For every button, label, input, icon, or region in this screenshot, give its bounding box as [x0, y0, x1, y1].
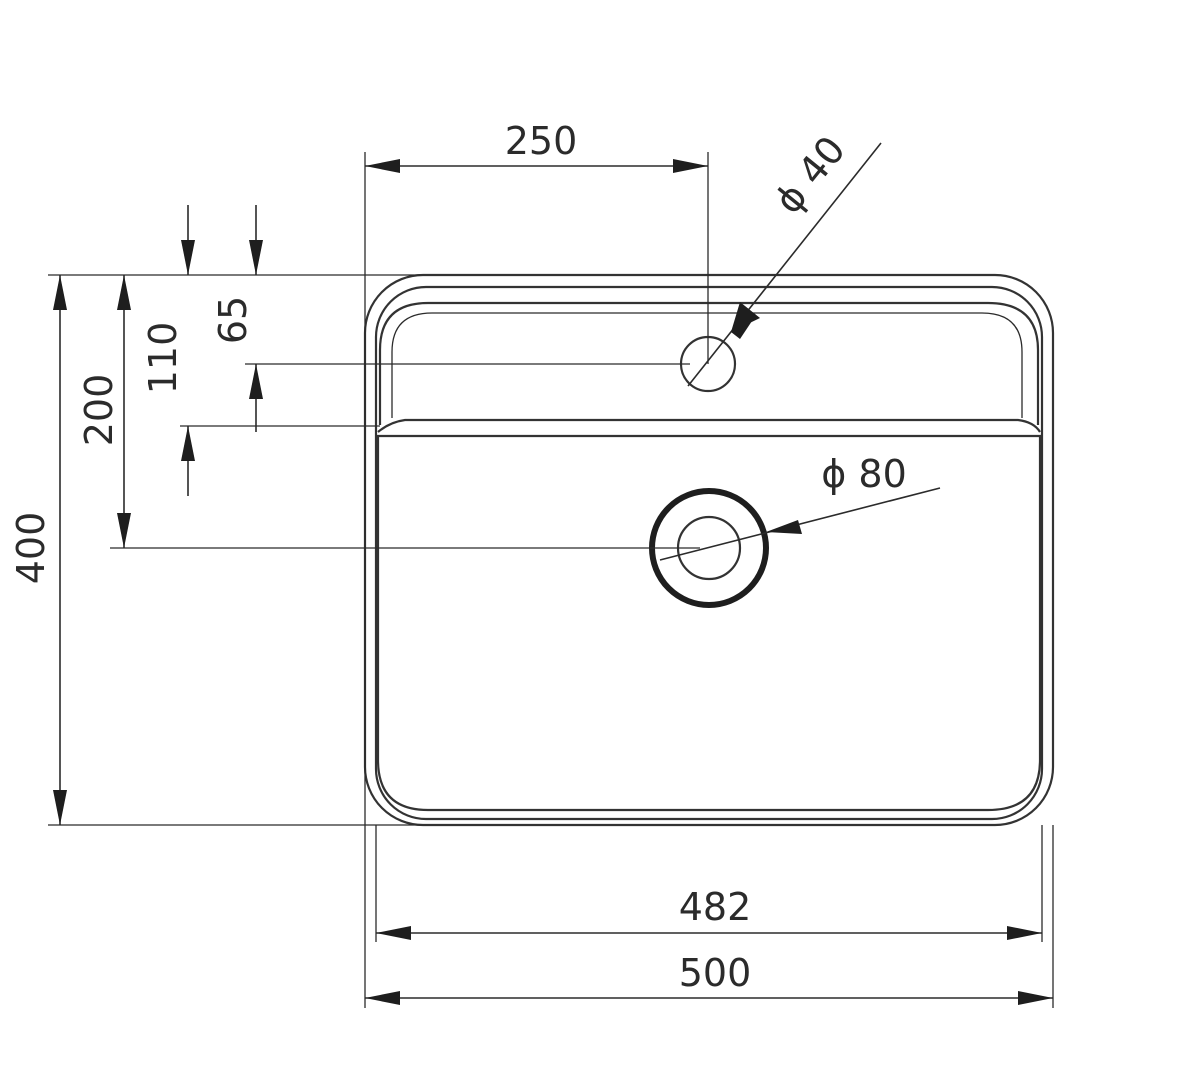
tap-deck-inner [391, 312, 1023, 418]
dimension-200: 200 [77, 275, 131, 548]
dimension-110: 110 [141, 205, 195, 496]
ledge-edge [377, 418, 1041, 433]
basin-outline [376, 434, 1042, 812]
dim-label-482: 482 [679, 885, 752, 929]
dimension-dia80: ϕ 80 [659, 452, 941, 561]
dim-label-200: 200 [77, 374, 121, 447]
sink-inner-rim [374, 285, 1044, 821]
dim-label-65: 65 [211, 296, 255, 344]
dim-label-400: 400 [9, 512, 53, 585]
dimension-482: 482 [376, 885, 1042, 940]
dimension-500: 500 [365, 951, 1053, 1005]
dimension-dia40: ϕ 40 [687, 128, 882, 387]
dimension-250: 250 [365, 119, 708, 173]
dim-label-dia80: ϕ 80 [821, 452, 907, 496]
dim-label-110: 110 [141, 322, 185, 395]
dim-label-dia40: ϕ 40 [766, 128, 854, 222]
extension-lines [48, 152, 1054, 1008]
dim-label-250: 250 [505, 119, 578, 163]
dimension-400: 400 [9, 275, 67, 825]
dimension-65: 65 [211, 205, 263, 432]
dim-label-500: 500 [679, 951, 752, 995]
sink-body [363, 273, 1055, 827]
sink-outer-rim [363, 273, 1055, 827]
